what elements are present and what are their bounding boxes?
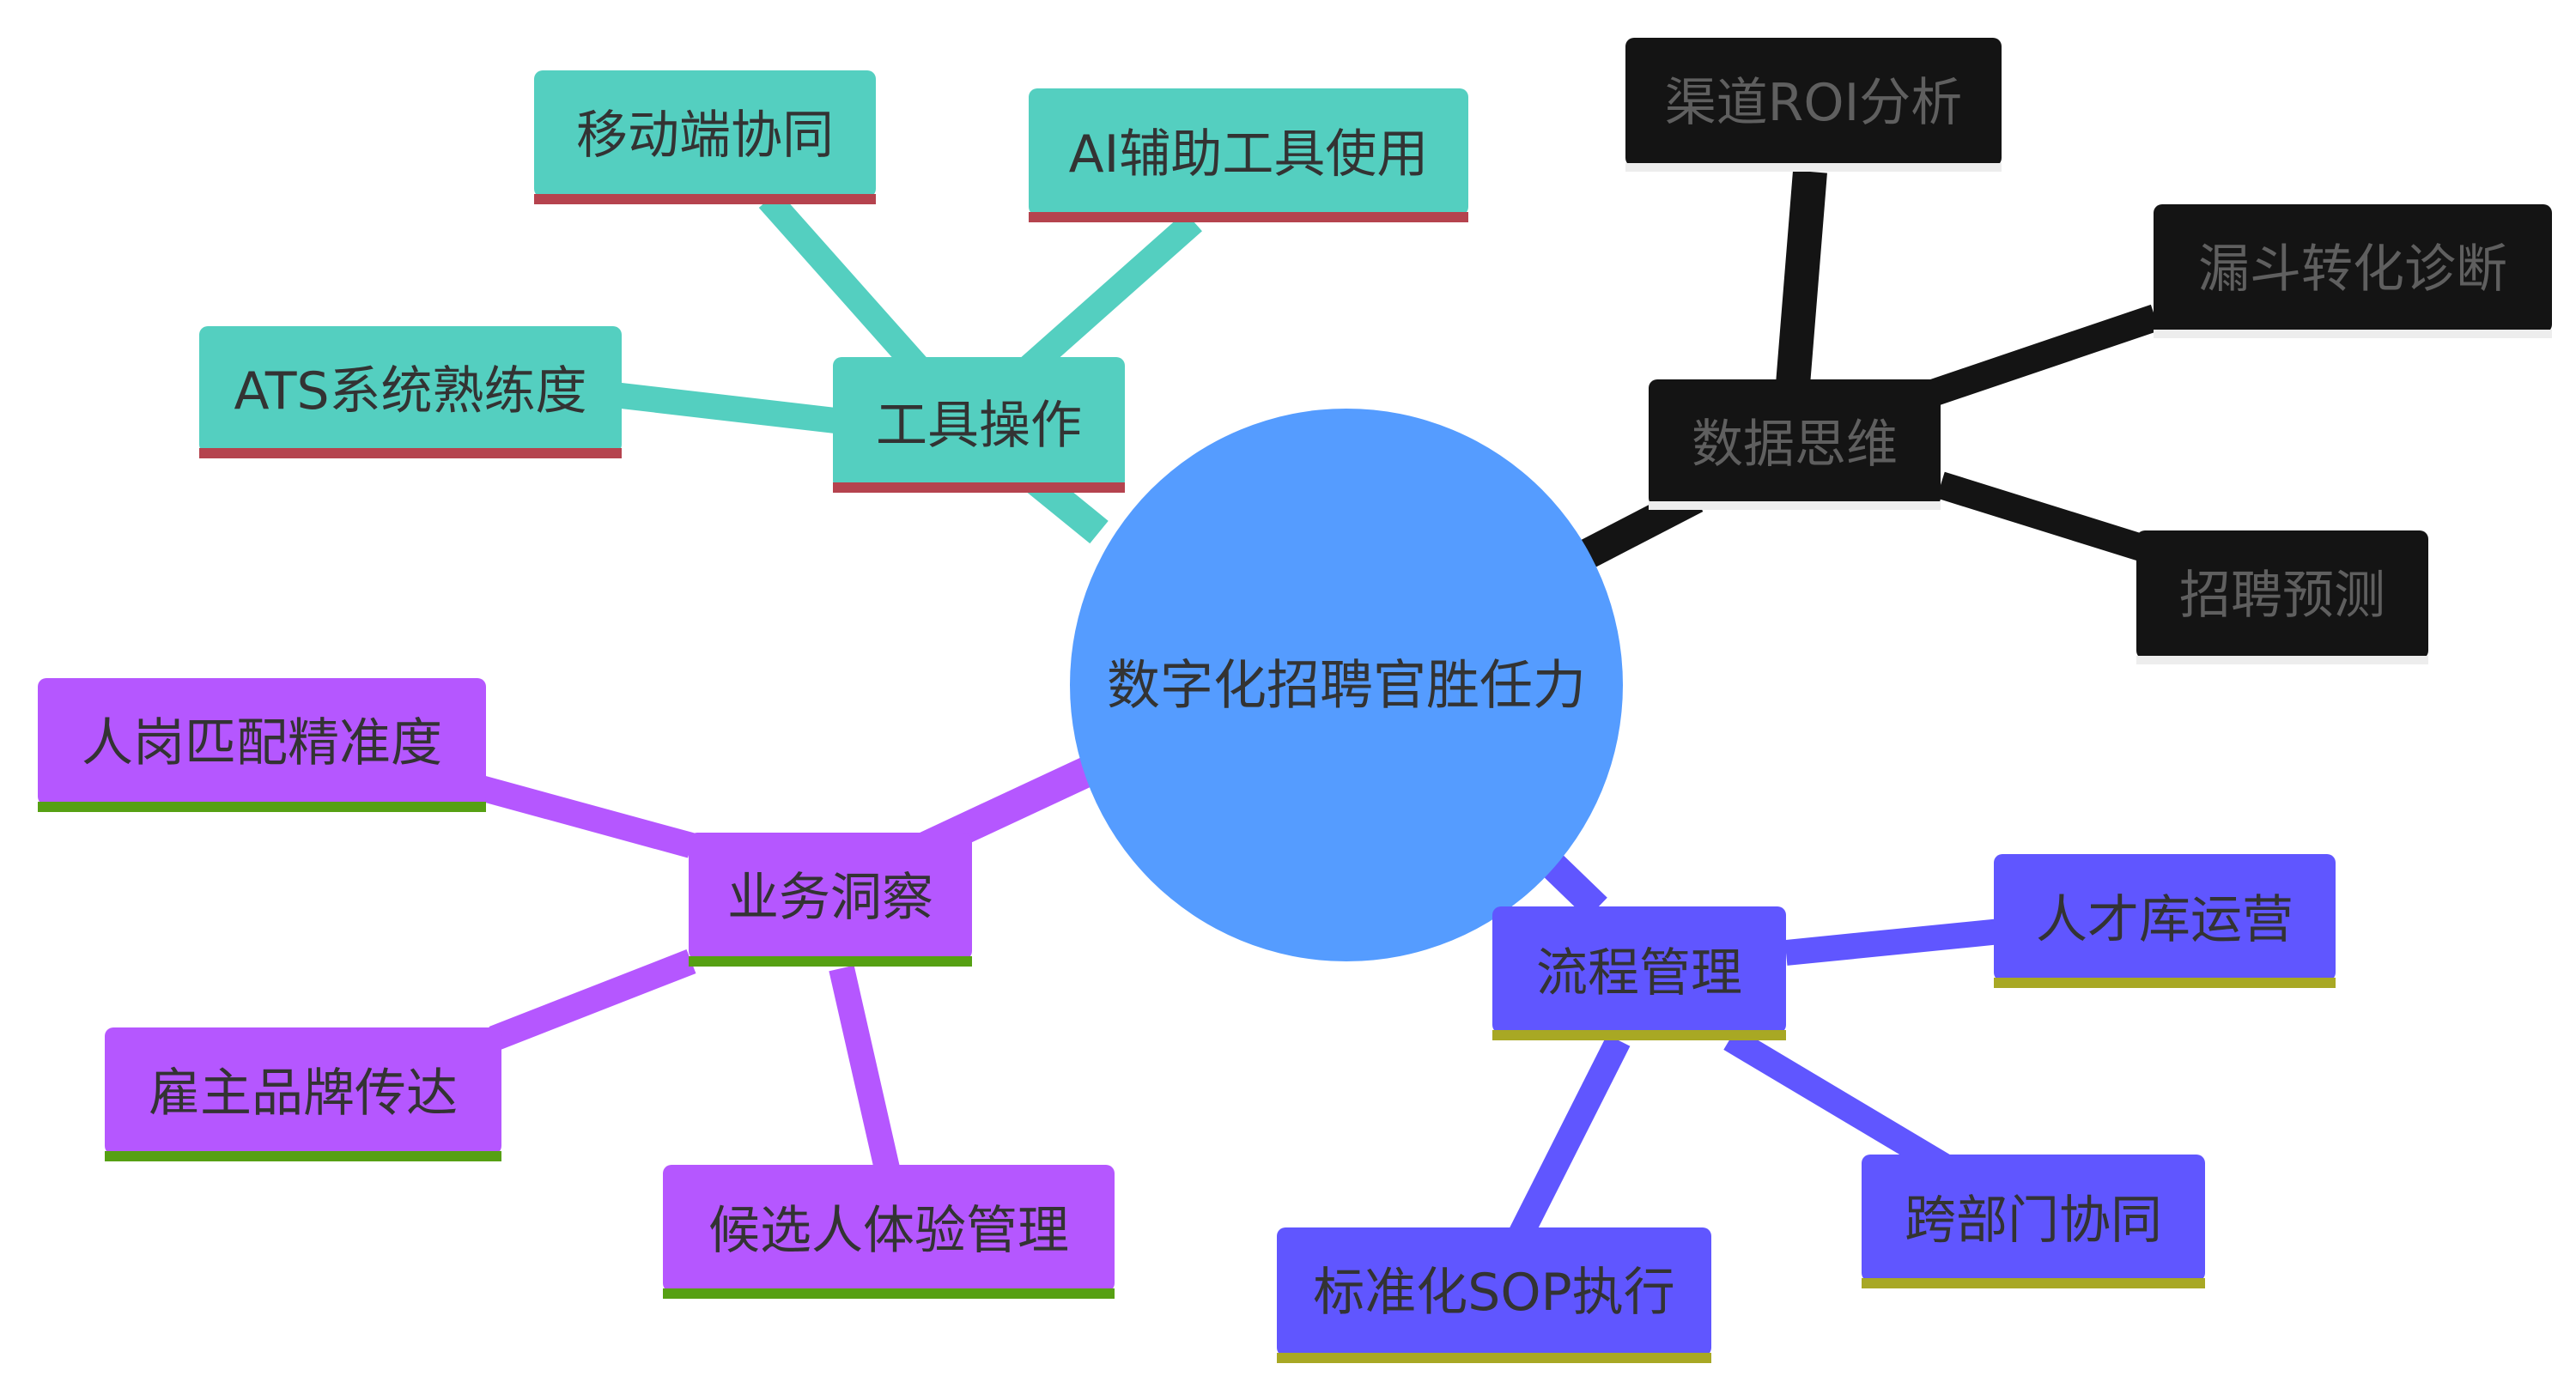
edge-business-cx (829, 965, 902, 1179)
edge-business-brand (489, 949, 696, 1051)
edge-tools-ai (1009, 211, 1202, 388)
edge-business-match (477, 775, 695, 858)
leaf-underline (1862, 1278, 2205, 1288)
leaf-node-funnel[interactable]: 漏斗转化诊断 (2154, 204, 2552, 338)
edge-data-funnel (1910, 304, 2160, 413)
branch-label: 工具操作 (876, 396, 1082, 456)
branch-node-business[interactable]: 业务洞察 (689, 833, 972, 967)
leaf-node-ai[interactable]: AI辅助工具使用 (1029, 88, 1468, 222)
leaf-node-ats[interactable]: ATS系统熟练度 (199, 326, 622, 458)
leaf-node-mobile[interactable]: 移动端协同 (534, 70, 876, 204)
edge-data-forecast (1936, 471, 2151, 563)
leaf-underline (199, 448, 622, 458)
leaf-underline (38, 802, 486, 812)
leaf-box (1029, 88, 1468, 215)
leaf-label: 渠道ROI分析 (1665, 73, 1963, 133)
center-node[interactable]: 数字化招聘官胜任力 (1070, 409, 1623, 961)
leaf-node-forecast[interactable]: 招聘预测 (2136, 530, 2428, 664)
edge-process-cross (1723, 1027, 1956, 1180)
leaf-underline (105, 1151, 501, 1161)
leaf-box (105, 1027, 501, 1155)
leaf-box (2136, 530, 2428, 659)
edge-data-roi (1776, 170, 1827, 386)
branch-node-process[interactable]: 流程管理 (1492, 906, 1786, 1040)
leaf-node-cross-dept[interactable]: 跨部门协同 (1862, 1155, 2205, 1288)
branch-node-tools[interactable]: 工具操作 (833, 357, 1125, 493)
branch-box (689, 833, 972, 960)
leaf-box (38, 678, 486, 805)
leaf-label: 移动端协同 (576, 106, 834, 166)
branch-label: 数据思维 (1692, 415, 1898, 475)
branch-label: 业务洞察 (727, 868, 933, 928)
leaf-underline (1029, 212, 1468, 222)
leaf-label: 人才库运营 (2036, 890, 2293, 950)
leaf-node-employer-brand[interactable]: 雇主品牌传达 (105, 1027, 501, 1161)
leaf-underline (1625, 163, 2002, 172)
leaf-box (663, 1165, 1115, 1292)
leaf-node-talent-pool[interactable]: 人才库运营 (1994, 854, 2336, 988)
leaf-underline (534, 194, 876, 204)
leaf-label: 候选人体验管理 (708, 1201, 1069, 1261)
leaf-underline (663, 1288, 1115, 1299)
leaf-label: AI辅助工具使用 (1069, 124, 1429, 185)
leaf-node-sop[interactable]: 标准化SOP执行 (1277, 1227, 1711, 1363)
branch-box (833, 357, 1125, 489)
leaf-box (2154, 204, 2552, 333)
branch-underline (833, 482, 1125, 493)
leaf-underline (1277, 1353, 1711, 1363)
leaf-underline (2136, 656, 2428, 664)
edge-process-pool (1784, 918, 2002, 966)
edges (477, 170, 2160, 1242)
leaf-box (199, 326, 622, 453)
edge-process-sop (1508, 1034, 1631, 1242)
leaf-box (534, 70, 876, 197)
edge-tools-mobile (758, 191, 938, 386)
leaf-node-job-match[interactable]: 人岗匹配精准度 (38, 678, 486, 812)
leaf-underline (1994, 978, 2336, 988)
leaf-box (1862, 1155, 2205, 1282)
leaf-label: 招聘预测 (2179, 566, 2385, 626)
branch-label: 流程管理 (1536, 943, 1742, 1003)
edge-tools-ats (612, 382, 852, 435)
branch-underline (1492, 1030, 1786, 1040)
leaf-label: 跨部门协同 (1905, 1191, 2162, 1251)
branch-underline (689, 956, 972, 967)
branch-underline (1649, 501, 1941, 510)
leaf-label: 漏斗转化诊断 (2198, 239, 2507, 300)
leaf-node-roi[interactable]: 渠道ROI分析 (1625, 38, 2002, 172)
leaf-node-candidate-experience[interactable]: 候选人体验管理 (663, 1165, 1115, 1299)
leaf-box (1277, 1227, 1711, 1356)
leaf-label: ATS系统熟练度 (234, 361, 586, 421)
leaf-label: 人岗匹配精准度 (82, 713, 442, 773)
leaf-box (1994, 854, 2336, 981)
branch-box (1649, 379, 1941, 506)
branch-box (1492, 906, 1786, 1033)
leaf-label: 标准化SOP执行 (1313, 1263, 1675, 1323)
leaf-label: 雇主品牌传达 (149, 1064, 458, 1124)
branch-node-data[interactable]: 数据思维 (1649, 379, 1941, 510)
center-circle (1070, 409, 1623, 961)
center-label: 数字化招聘官胜任力 (1107, 654, 1586, 717)
leaf-box (1625, 38, 2002, 167)
leaf-underline (2154, 330, 2552, 338)
